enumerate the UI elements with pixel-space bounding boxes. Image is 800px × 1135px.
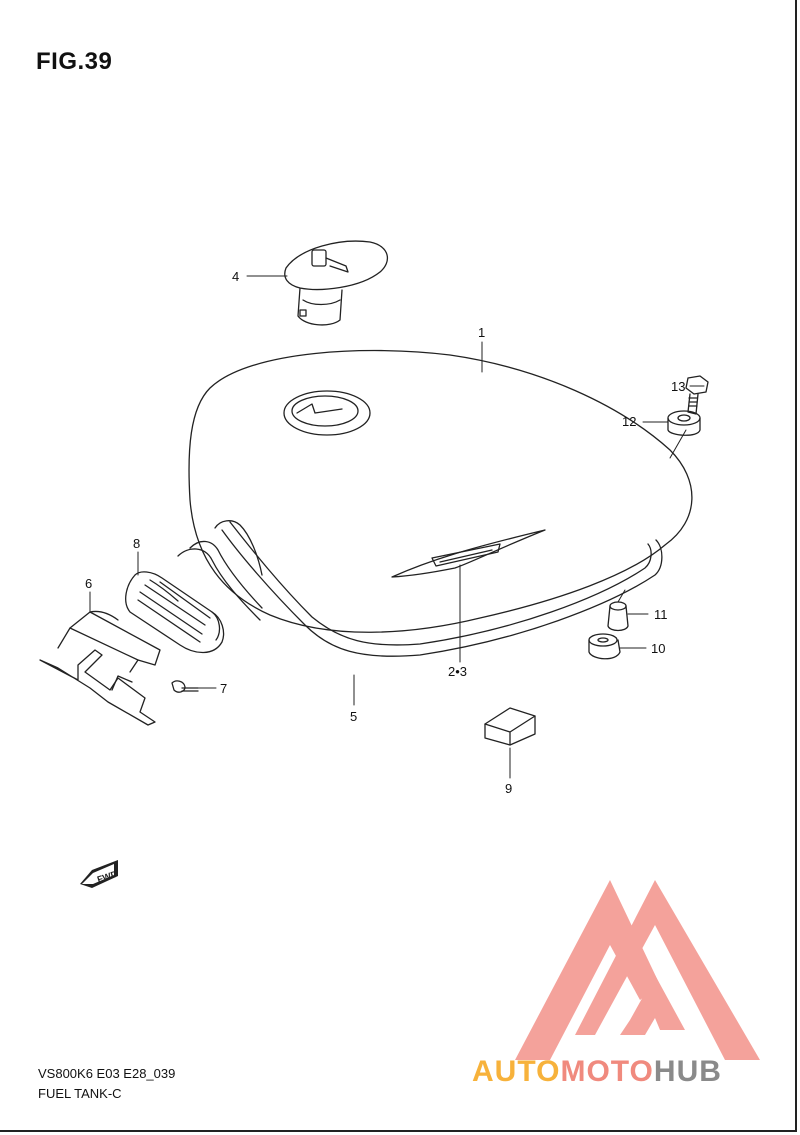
callout-6: 6: [85, 576, 92, 591]
callout-5: 5: [350, 709, 357, 724]
watermark-hub: HUB: [653, 1055, 722, 1088]
callout-7: 7: [220, 681, 227, 696]
bracket: [39, 610, 161, 726]
fuel-tank: [188, 349, 693, 633]
screw: [171, 680, 199, 693]
fuel-cap: [284, 240, 389, 326]
figure-name: FUEL TANK-C: [38, 1086, 122, 1101]
callout-2-3: 2•3: [448, 664, 467, 679]
tank-trim-rail: [177, 520, 663, 657]
callout-9: 9: [505, 781, 512, 796]
callout-11: 11: [654, 607, 668, 622]
bolt: [685, 375, 709, 415]
watermark-text: AUTOMOTOHUB: [472, 1055, 722, 1089]
leader-lines: [89, 275, 705, 779]
foam-block: [484, 707, 536, 746]
figure-title: FIG.39: [36, 48, 113, 75]
watermark-auto: AUTO: [472, 1055, 561, 1088]
callout-13: 13: [671, 379, 685, 394]
callout-12: 12: [622, 414, 636, 429]
cushion: [667, 410, 701, 436]
callout-4: 4: [232, 269, 239, 284]
callout-8: 8: [133, 536, 140, 551]
fwd-direction-badge: FWD: [80, 860, 119, 888]
callout-10: 10: [651, 641, 665, 656]
grommet: [588, 633, 621, 660]
cushion-pad: [125, 571, 225, 654]
model-code: VS800K6 E03 E28_039: [38, 1066, 176, 1081]
callout-1: 1: [478, 325, 485, 340]
watermark-moto: MOTO: [560, 1055, 654, 1088]
spacer: [607, 601, 629, 632]
watermark-logo: [515, 880, 760, 1060]
